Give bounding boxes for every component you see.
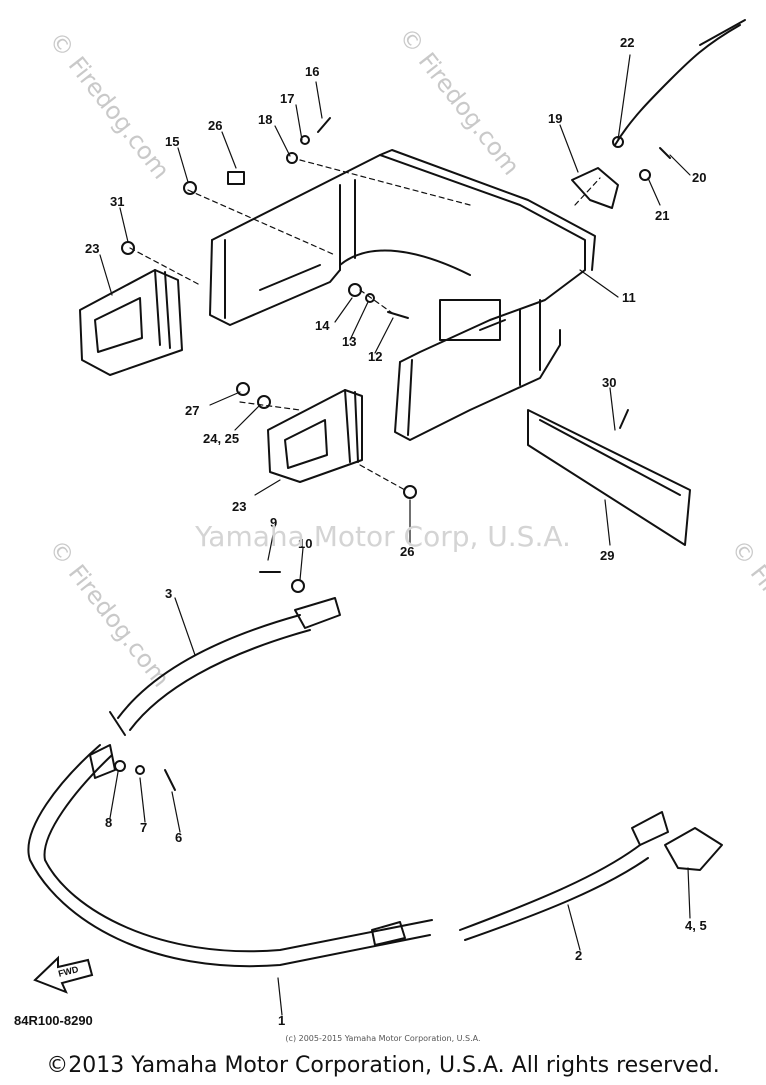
callout-23: 23 — [85, 241, 99, 256]
callout-21: 21 — [655, 208, 669, 223]
side-bracket-lower — [267, 389, 363, 483]
assembly-lines — [129, 159, 601, 491]
callout-group: 22 16 17 18 26 15 19 20 21 31 23 14 13 1… — [85, 35, 707, 1028]
watermark-group: © Firedog.com © Firedog.com © Firedog.co… — [43, 22, 766, 692]
callout-14: 14 — [315, 318, 330, 333]
center-watermark: Yamaha Motor Corp, U.S.A. — [195, 520, 571, 553]
callout-24-25: 24, 25 — [203, 431, 239, 446]
callout-29: 29 — [600, 548, 614, 563]
hardware — [114, 117, 671, 791]
footer-copyright: ©2013 Yamaha Motor Corporation, U.S.A. A… — [46, 1053, 720, 1078]
callout-20: 20 — [692, 170, 706, 185]
callout-22: 22 — [620, 35, 634, 50]
callout-26: 26 — [400, 544, 414, 559]
callout-1: 1 — [278, 1013, 285, 1028]
callout-27: 27 — [185, 403, 199, 418]
small-copyright: (c) 2005-2015 Yamaha Motor Corporation, … — [285, 1034, 481, 1043]
fwd-label: FWD — [57, 964, 80, 979]
callout-31: 31 — [110, 194, 124, 209]
callout-16: 16 — [305, 64, 319, 79]
callout-2: 2 — [575, 948, 582, 963]
callout-7: 7 — [140, 820, 147, 835]
callout-15: 15 — [165, 134, 179, 149]
bumper-lower — [27, 744, 433, 968]
callout-9: 9 — [270, 515, 277, 530]
callout-8: 8 — [105, 815, 112, 830]
callout-11: 11 — [622, 290, 636, 305]
part-code: 84R100-8290 — [14, 1013, 93, 1028]
callout-6: 6 — [175, 830, 182, 845]
callout-12: 12 — [368, 349, 382, 364]
watermark-site: © Firedog.com — [725, 534, 766, 692]
license-plate — [527, 409, 691, 546]
rear-frame — [209, 149, 596, 441]
watermark-site: © Firedog.com — [43, 534, 175, 692]
watermark-site: © Firedog.com — [393, 22, 525, 180]
callout-17: 17 — [280, 91, 294, 106]
bumper-right — [459, 811, 723, 941]
leader-lines — [99, 54, 691, 1016]
callout-26: 26 — [208, 118, 222, 133]
callout-30: 30 — [602, 375, 616, 390]
fwd-arrow: FWD — [33, 955, 94, 994]
callout-23: 23 — [232, 499, 246, 514]
watermark-site: © Firedog.com — [43, 26, 175, 184]
side-bracket-upper — [79, 269, 183, 376]
callout-4-5: 4, 5 — [685, 918, 707, 933]
callout-19: 19 — [548, 111, 562, 126]
callout-3: 3 — [165, 586, 172, 601]
callout-10: 10 — [298, 536, 312, 551]
bumper-upper — [109, 597, 341, 736]
callout-18: 18 — [258, 112, 272, 127]
latch-assembly — [571, 19, 746, 209]
callout-13: 13 — [342, 334, 356, 349]
